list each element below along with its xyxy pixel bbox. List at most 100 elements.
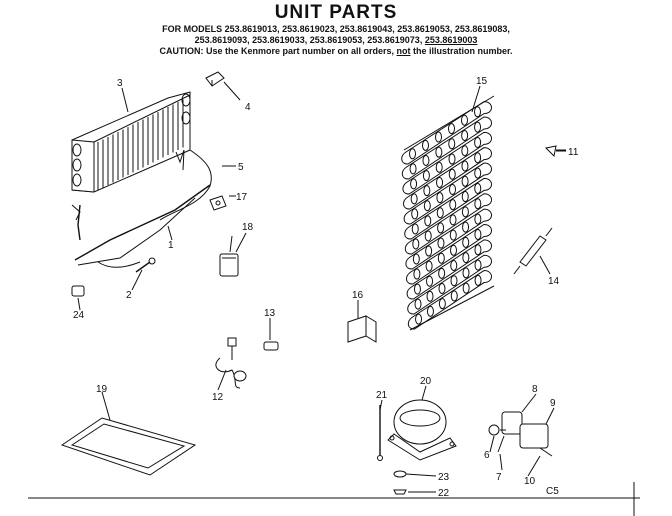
condenser-fin xyxy=(414,298,422,310)
condenser-fin xyxy=(412,253,420,265)
caution-text-b: the illustration number. xyxy=(410,46,513,56)
condenser-coil xyxy=(406,239,492,300)
callout-11: 11 xyxy=(568,147,579,158)
condenser-fin xyxy=(435,146,443,158)
condenser-fin xyxy=(423,185,431,197)
condenser-fin xyxy=(435,131,442,143)
condenser-fin xyxy=(412,238,420,250)
condenser-fin xyxy=(426,305,434,317)
models-line-1: FOR MODELS 253.8619013, 253.8619023, 253… xyxy=(162,24,510,34)
callout-12: 12 xyxy=(212,392,224,403)
callout-10: 10 xyxy=(524,476,536,487)
caution-not: not xyxy=(396,46,411,56)
clip-11 xyxy=(544,145,566,158)
condenser-coil xyxy=(403,147,492,210)
condenser-fin xyxy=(461,114,468,126)
condenser-15 xyxy=(401,95,495,331)
condenser-fin xyxy=(461,191,469,203)
models-line-2: 253.8619093, 253.8619033, 253.8619053, 2… xyxy=(0,35,672,45)
models-line-2-underlined: 253.8619003 xyxy=(424,35,478,45)
thermostat-18 xyxy=(219,235,239,277)
condenser-fin xyxy=(426,290,434,302)
condenser-fin xyxy=(435,161,443,173)
condenser-fin xyxy=(474,228,482,240)
condenser-fin xyxy=(461,129,469,141)
condenser-coil xyxy=(404,193,492,255)
condenser-fin xyxy=(411,223,419,235)
callout-3: 3 xyxy=(117,78,123,89)
drier-14 xyxy=(513,227,553,275)
callout-21: 21 xyxy=(376,390,388,401)
condenser-fin xyxy=(423,200,431,212)
callout-5: 5 xyxy=(238,162,244,173)
relay-assembly xyxy=(488,411,553,457)
condenser-fin xyxy=(437,252,445,264)
leader-lines xyxy=(77,85,566,493)
callout-7: 7 xyxy=(496,472,502,483)
condenser-fin xyxy=(461,175,469,187)
condenser-fin xyxy=(424,230,432,242)
condenser-coil xyxy=(407,254,492,315)
condenser-fin xyxy=(474,213,482,225)
condenser-fin xyxy=(438,283,446,294)
drain-pan-19 xyxy=(60,417,197,476)
callout-17: 17 xyxy=(236,192,248,203)
condenser-fin xyxy=(450,275,458,287)
condenser-fin xyxy=(461,160,469,172)
condenser-fin xyxy=(474,106,481,118)
clip-17 xyxy=(209,195,227,211)
compressor-20 xyxy=(387,399,457,461)
condenser-fin xyxy=(474,182,482,194)
condenser-fin xyxy=(462,252,470,264)
condenser-fin xyxy=(474,152,482,164)
connector-13 xyxy=(263,341,279,351)
page-title: UNIT PARTS xyxy=(274,2,398,23)
condenser-fin xyxy=(413,283,421,295)
bracket-16 xyxy=(347,315,377,343)
condenser-fin xyxy=(474,244,482,256)
condenser-fin xyxy=(422,154,430,166)
wire-leads xyxy=(71,149,212,268)
grommet-23 xyxy=(393,470,407,478)
condenser-fin xyxy=(422,139,429,151)
condenser-fin xyxy=(413,268,421,280)
callout-14: 14 xyxy=(548,276,560,287)
caution-text-a: CAUTION: Use the Kenmore part number on … xyxy=(159,46,397,56)
condenser-fin xyxy=(424,215,432,227)
condenser-fin xyxy=(449,183,456,195)
callout-23: 23 xyxy=(438,472,450,483)
condenser-fin xyxy=(462,267,470,279)
condenser-fin xyxy=(425,245,433,257)
condenser-fin xyxy=(450,259,458,271)
condenser-fin xyxy=(426,275,434,287)
caution-line: CAUTION: Use the Kenmore part number on … xyxy=(0,46,672,56)
callout-13: 13 xyxy=(264,308,276,319)
callout-9: 9 xyxy=(550,398,556,409)
callout-6: 6 xyxy=(484,450,490,461)
condenser-fin xyxy=(474,121,482,133)
condenser-coil xyxy=(401,101,492,165)
condenser-fin xyxy=(437,237,445,249)
footer-code: C5 xyxy=(546,486,559,497)
bolt-21 xyxy=(377,405,383,461)
callout-18: 18 xyxy=(242,222,254,233)
condenser-fin xyxy=(474,198,482,210)
condenser-fin xyxy=(425,260,433,272)
condenser-fin xyxy=(448,138,456,150)
condenser-fin xyxy=(438,298,446,310)
condenser-fin xyxy=(450,290,458,302)
condenser-fin xyxy=(438,267,446,279)
condenser-fin xyxy=(437,222,445,234)
condenser-coil xyxy=(404,177,492,240)
condenser-coil xyxy=(403,162,492,225)
condenser-fin xyxy=(474,259,482,271)
condenser-fin xyxy=(474,167,482,179)
condenser-fin xyxy=(410,178,418,190)
condenser-fin xyxy=(474,136,482,148)
callout-19: 19 xyxy=(96,384,108,395)
condenser-coil xyxy=(401,116,492,180)
condenser-fin xyxy=(448,153,456,165)
condenser-fin xyxy=(474,274,482,286)
condenser-fin xyxy=(409,148,416,160)
